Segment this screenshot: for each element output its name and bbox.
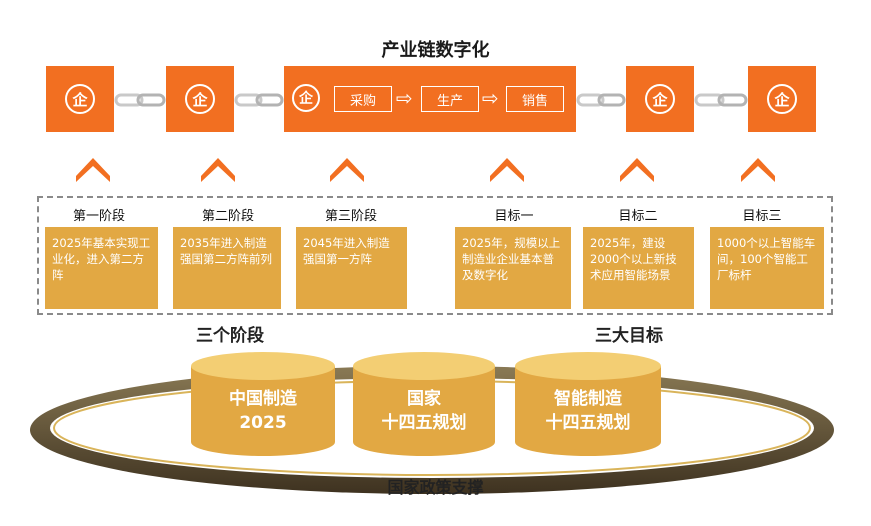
stage-label-2: 第二阶段 xyxy=(201,209,254,224)
arrow-right-icon: ⇨ xyxy=(482,86,499,110)
goal-label-1: 目标一 xyxy=(494,209,534,224)
enterprise-icon: 企 xyxy=(185,84,215,114)
chevron-up-icon xyxy=(330,158,364,182)
page-title: 产业链数字化 xyxy=(381,40,490,61)
chevron-up-icon xyxy=(741,158,775,182)
goal-card-1: 2025年，规模以上制造业企业基本普及数字化 xyxy=(455,227,571,309)
policy-cylinder-3: 智能制造 十四五规划 xyxy=(515,352,661,456)
process-purchase: 采购 xyxy=(334,86,392,112)
enterprise-icon: 企 xyxy=(65,84,95,114)
stage-label-3: 第三阶段 xyxy=(324,209,377,224)
arrow-right-icon: ⇨ xyxy=(396,86,413,110)
enterprise-box-2: 企 xyxy=(166,66,234,132)
chain-link-icon xyxy=(114,93,166,107)
policy-1-line1: 中国制造 xyxy=(229,389,297,409)
policy-cylinder-1: 中国制造 2025 xyxy=(191,352,335,456)
stage-card-2: 2035年进入制造强国第二方阵前列 xyxy=(173,227,281,309)
enterprise-box-5: 企 xyxy=(748,66,816,132)
chevron-up-icon xyxy=(490,158,524,182)
goals-heading: 三大目标 xyxy=(595,326,663,346)
process-sales: 销售 xyxy=(506,86,564,112)
enterprise-box-4: 企 xyxy=(626,66,694,132)
policy-1-line2: 2025 xyxy=(239,413,287,433)
stage-card-3: 2045年进入制造强国第一方阵 xyxy=(296,227,407,309)
policy-2-line2: 十四五规划 xyxy=(381,413,467,433)
process-production: 生产 xyxy=(421,86,479,112)
chevron-up-icon xyxy=(201,158,235,182)
support-label: 国家政策支撑 xyxy=(387,478,484,497)
chain-link-icon xyxy=(576,93,626,107)
policy-2-line1: 国家 xyxy=(407,389,441,409)
goal-card-3: 1000个以上智能车间，100个智能工厂标杆 xyxy=(710,227,824,309)
stage-label-1: 第一阶段 xyxy=(72,209,125,224)
stage-card-1: 2025年基本实现工业化，进入第二方阵 xyxy=(45,227,158,309)
enterprise-box-1: 企 xyxy=(46,66,114,132)
chevron-up-icon xyxy=(76,158,110,182)
enterprise-icon: 企 xyxy=(292,84,320,112)
policy-3-line1: 智能制造 xyxy=(554,389,622,409)
chain-link-icon xyxy=(234,93,284,107)
chevron-up-icon xyxy=(620,158,654,182)
chain-link-icon xyxy=(694,93,748,107)
stages-heading: 三个阶段 xyxy=(196,326,264,346)
policy-cylinder-2: 国家 十四五规划 xyxy=(353,352,495,456)
enterprise-icon: 企 xyxy=(767,84,797,114)
goal-label-3: 目标三 xyxy=(742,209,782,224)
stages-goals-container xyxy=(37,196,833,315)
goal-label-2: 目标二 xyxy=(618,209,658,224)
enterprise-icon: 企 xyxy=(645,84,675,114)
supply-chain-box: 企 采购 ⇨ 生产 ⇨ 销售 xyxy=(284,66,576,132)
policy-3-line2: 十四五规划 xyxy=(545,413,631,433)
goal-card-2: 2025年，建设2000个以上新技术应用智能场景 xyxy=(583,227,694,309)
